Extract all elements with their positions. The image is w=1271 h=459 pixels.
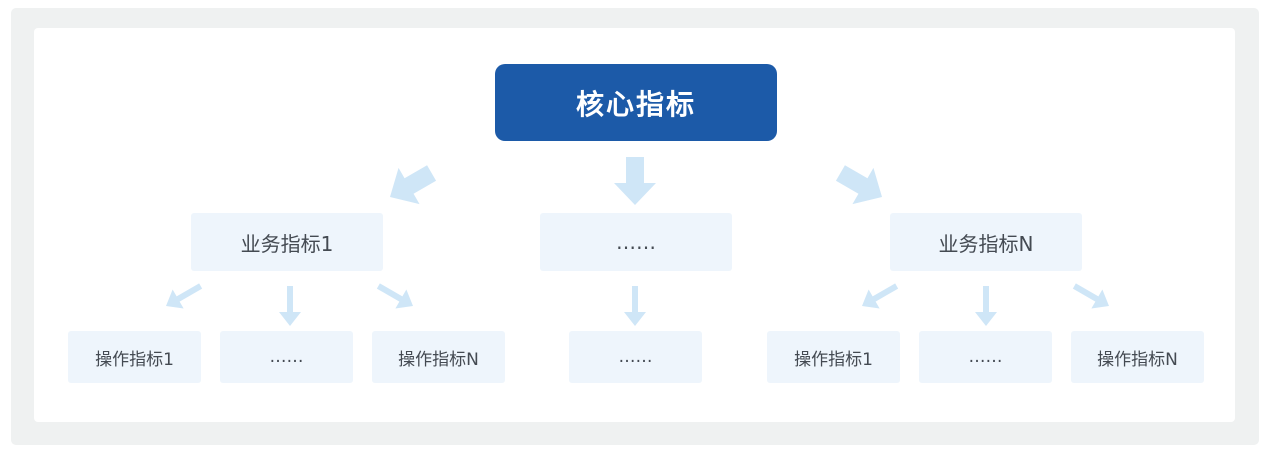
operation-metric-ellipsis-mid: …… xyxy=(569,331,702,383)
operation-metric-ellipsis-b: …… xyxy=(919,331,1052,383)
arrow-biz1-to-op1 xyxy=(160,276,207,316)
arrow-core-to-biz-2 xyxy=(614,157,656,205)
operation-metric-n-a: 操作指标N xyxy=(372,331,505,383)
arrow-core-to-biz-3 xyxy=(829,154,893,216)
business-metric-n: 业务指标N xyxy=(890,213,1082,271)
operation-metric-ellipsis-a: …… xyxy=(220,331,353,383)
arrow-bizn-to-op7 xyxy=(1068,276,1115,316)
business-metric-ellipsis: …… xyxy=(540,213,732,271)
operation-metric-n-b: 操作指标N xyxy=(1071,331,1204,383)
arrow-bizn-to-op6 xyxy=(975,286,997,326)
core-metric-node: 核心指标 xyxy=(495,64,777,141)
operation-metric-1-b: 操作指标1 xyxy=(767,331,900,383)
arrow-biz2-to-op4 xyxy=(624,286,646,326)
operation-metric-1-a: 操作指标1 xyxy=(68,331,201,383)
arrow-biz1-to-op3 xyxy=(372,276,419,316)
business-metric-1: 业务指标1 xyxy=(191,213,383,271)
arrow-bizn-to-op5 xyxy=(856,276,903,316)
arrow-biz1-to-op2 xyxy=(279,286,301,326)
arrow-core-to-biz-1 xyxy=(379,154,443,216)
